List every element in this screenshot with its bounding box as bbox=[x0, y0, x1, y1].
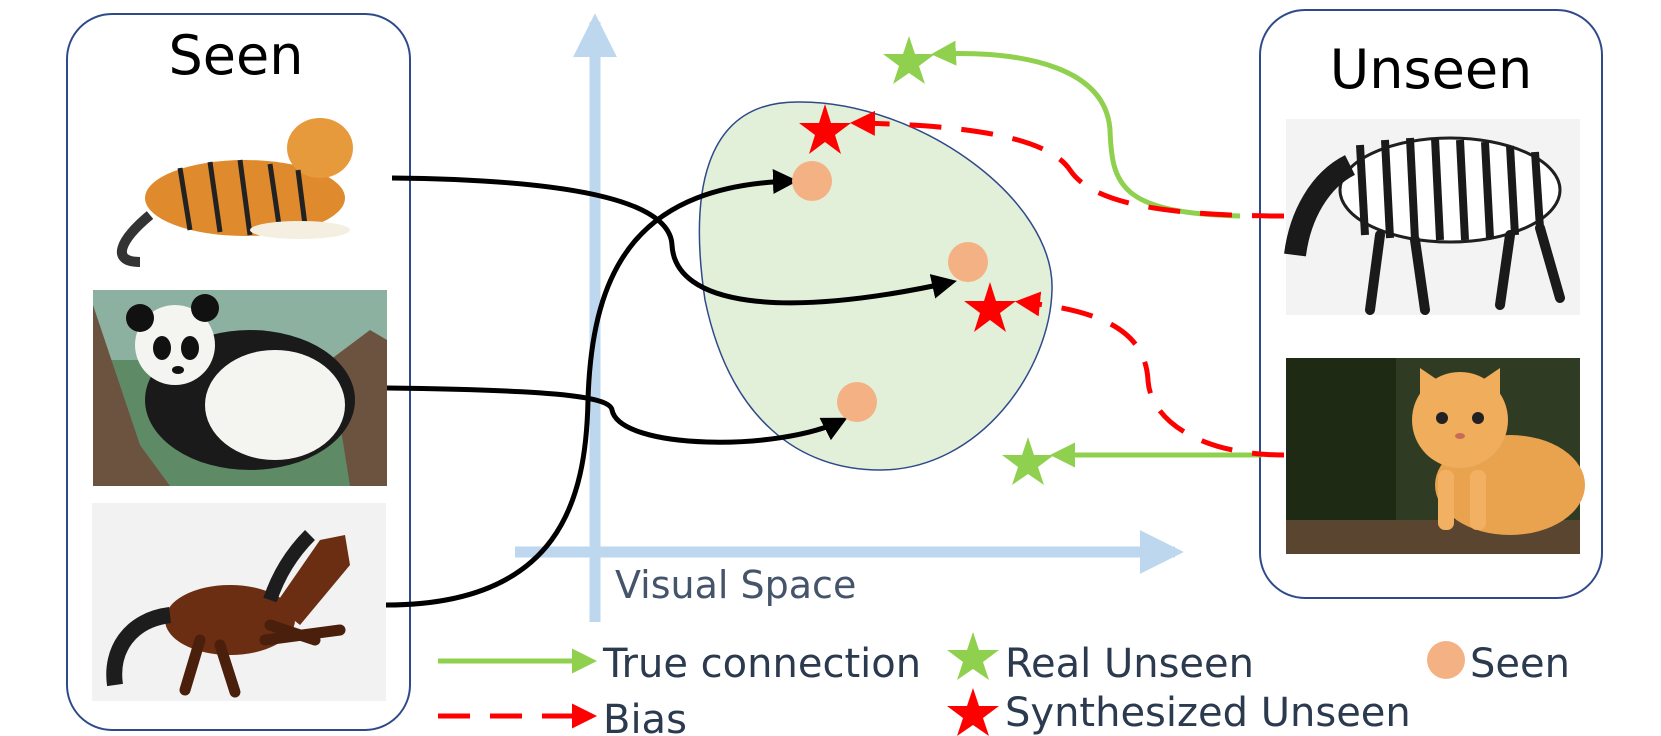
zebra-bias-arrow bbox=[850, 110, 1285, 219]
seen-point bbox=[837, 382, 877, 422]
tiger-mapping-arrow bbox=[391, 175, 957, 306]
legend-synthesized-unseen-star bbox=[947, 688, 999, 736]
axis-label: Visual Space bbox=[615, 563, 856, 607]
legend-true-connection: True connection bbox=[602, 641, 921, 687]
zebra-true-connection bbox=[931, 40, 1241, 219]
legend-seen: Seen bbox=[1470, 641, 1570, 687]
unseen-title: Unseen bbox=[1330, 38, 1533, 101]
true-connection-arrows bbox=[931, 40, 1262, 468]
bias-arrows bbox=[850, 110, 1285, 458]
mapping-arrows bbox=[385, 169, 957, 608]
unseen-panel: Unseen bbox=[1259, 9, 1603, 599]
seen-panel: Seen bbox=[66, 13, 411, 731]
panda-photo bbox=[93, 290, 387, 486]
seen-point bbox=[792, 161, 832, 201]
seen-markers bbox=[792, 161, 988, 422]
synthesized-unseen-star bbox=[799, 104, 851, 154]
synthesized-unseen-star bbox=[964, 282, 1016, 332]
legend-bias: Bias bbox=[603, 697, 687, 736]
legend-synthesized-unseen: Synthesized Unseen bbox=[1005, 690, 1411, 736]
legend-real-unseen: Real Unseen bbox=[1005, 641, 1254, 687]
horse-mapping-arrow bbox=[385, 169, 798, 608]
real-unseen-star bbox=[1002, 437, 1054, 485]
seen-point bbox=[948, 242, 988, 282]
seen-title: Seen bbox=[169, 24, 304, 87]
kitten-bias-arrow bbox=[1015, 291, 1285, 458]
tiger-photo bbox=[97, 88, 389, 273]
horse-photo bbox=[92, 503, 386, 701]
panda-mapping-arrow bbox=[386, 385, 848, 445]
zebra-photo bbox=[1284, 119, 1580, 315]
legend-real-unseen-star bbox=[947, 632, 999, 680]
seen-region bbox=[698, 101, 1053, 471]
legend-seen-marker bbox=[1427, 641, 1465, 679]
legend: True connection Bias Real Unseen Synthes… bbox=[438, 632, 1570, 736]
real-unseen-markers bbox=[883, 36, 1054, 485]
real-unseen-star bbox=[883, 36, 935, 84]
synthesized-unseen-markers bbox=[799, 104, 1016, 332]
kitten-photo bbox=[1286, 358, 1585, 554]
